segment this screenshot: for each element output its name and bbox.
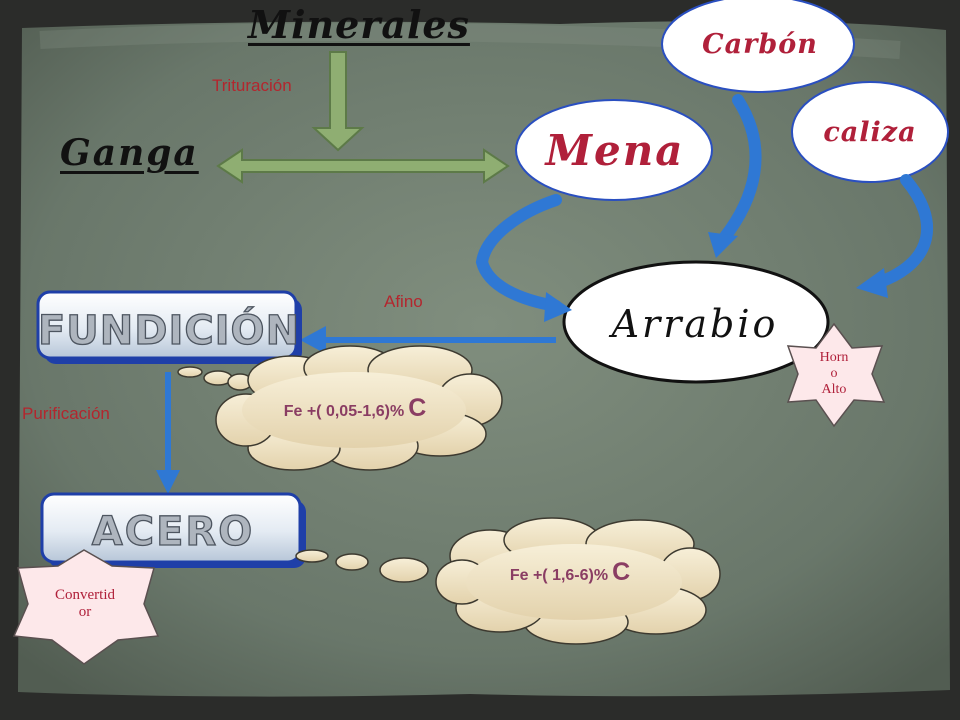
node-arrabio: Arrabio <box>611 302 779 346</box>
badge-horno-line2: o <box>830 366 838 381</box>
badge-convertidor <box>12 549 160 665</box>
label-afino: Afino <box>384 292 423 311</box>
purificacion-arrow <box>156 372 180 494</box>
label-purificacion: Purificación <box>22 404 110 423</box>
cloud-acero-text: Fe +( 1,6-6)% C <box>440 558 700 598</box>
node-caliza: caliza <box>823 116 917 148</box>
badge-horno-line1: Horn <box>819 350 849 365</box>
arrow-carbon-to-arrabio <box>708 94 762 258</box>
diagram-title: Minerales <box>248 2 470 47</box>
badge-convertidor-line1: Convertid <box>55 587 115 603</box>
node-mena: Mena <box>545 125 685 175</box>
cloud-fundicion-text: Fe +( 0,05-1,6)% C <box>220 394 490 434</box>
badge-horno-line3: Alto <box>821 382 847 397</box>
afino-arrow <box>300 326 556 354</box>
node-acero: ACERO <box>91 508 255 555</box>
oval-arrabio <box>562 260 830 384</box>
badge-horno-alto-text: Horn o Alto <box>800 336 868 412</box>
node-ganga: Ganga <box>60 132 199 174</box>
oval-mena <box>515 99 713 201</box>
cloud-acero <box>295 517 721 645</box>
badge-convertidor-line2: or <box>78 604 92 620</box>
badge-convertidor-text: Convertid or <box>30 574 140 634</box>
node-carbon: Carbón <box>702 28 818 60</box>
badge-horno-alto <box>786 322 886 428</box>
label-trituracion: Trituración <box>212 76 292 95</box>
cloud-fundicion <box>177 345 503 471</box>
cloud-acero-formula: Fe +( 1,6-6)% <box>509 567 609 584</box>
box-acero <box>40 492 302 564</box>
cloud-fundicion-element: C <box>408 394 427 422</box>
box-fundicion <box>36 290 298 360</box>
trituracion-down-arrow <box>311 51 365 152</box>
oval-carbon <box>661 0 855 93</box>
arrow-mena-to-arrabio <box>475 194 572 322</box>
node-fundicion: FUNDICIÓN <box>37 307 301 354</box>
cloud-acero-element: C <box>612 558 631 586</box>
arrow-caliza-to-arrabio <box>856 174 934 298</box>
cloud-fundicion-formula: Fe +( 0,05-1,6)% <box>283 403 405 420</box>
ganga-mena-double-arrow <box>216 148 510 184</box>
oval-caliza <box>791 81 949 183</box>
